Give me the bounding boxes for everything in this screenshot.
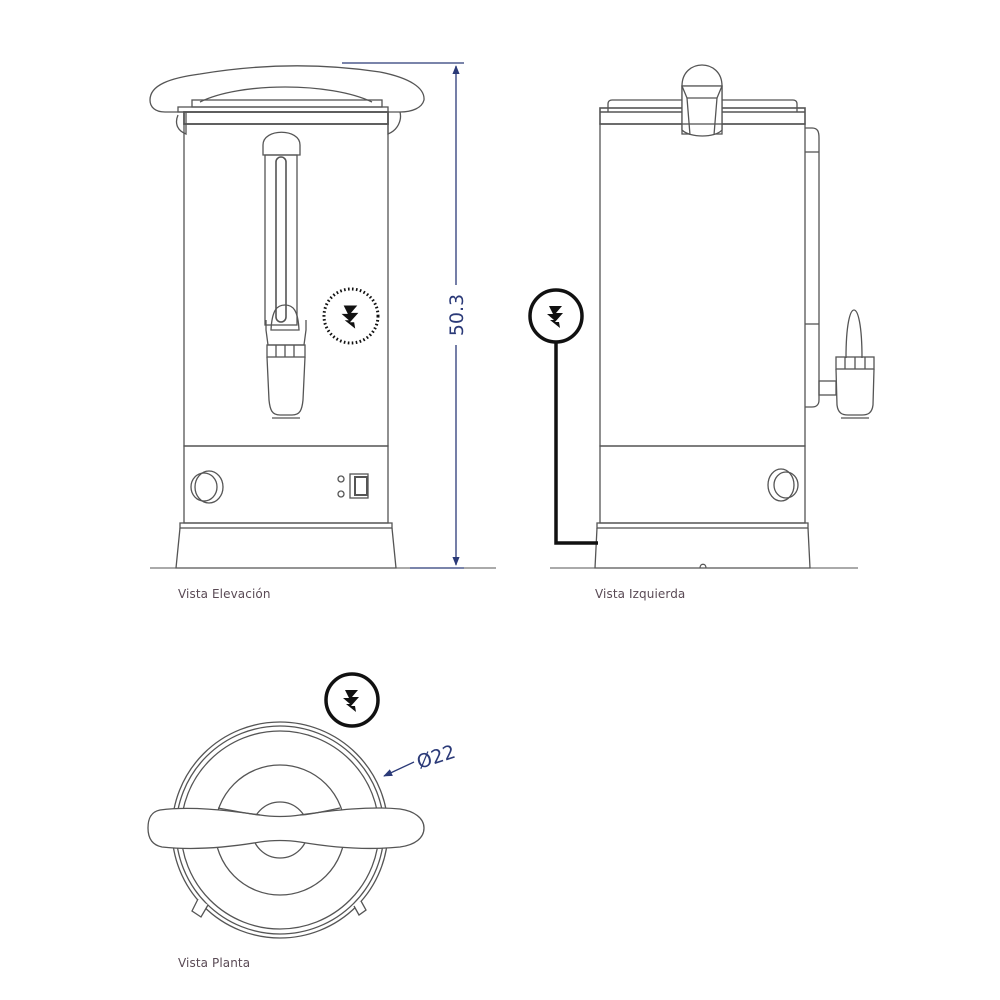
view-label-left: Vista Izquierda: [595, 587, 686, 601]
indicator-lights: [337, 475, 345, 498]
side-tap: [818, 309, 875, 419]
view-label-elevation: Vista Elevación: [178, 587, 271, 601]
elevation-view: [149, 65, 496, 569]
height-dimension-value: 50.3: [446, 294, 468, 336]
left-view: [550, 64, 875, 569]
lid-top-plate: [191, 99, 383, 108]
base-ring: [179, 522, 393, 529]
lid-handle: [147, 807, 425, 850]
view-label-plan: Vista Planta: [178, 956, 251, 970]
front-tap: [265, 304, 307, 419]
base-ring: [596, 522, 809, 529]
cable-tab: [191, 898, 209, 918]
lid-knob: [681, 64, 723, 137]
urn-body: [599, 123, 806, 447]
control-panel: [183, 445, 389, 524]
power-symbol-icon: [322, 287, 380, 345]
power-symbol-icon: [528, 288, 584, 344]
power-switch: [349, 473, 369, 499]
water-gauge: [262, 131, 301, 326]
power-cable: [528, 288, 598, 545]
plan-view: [147, 721, 425, 939]
diameter-dimension: Ø22: [383, 741, 458, 777]
thermostat-knob: [767, 468, 799, 502]
base: [594, 527, 811, 569]
base: [175, 527, 397, 569]
plan-power-symbol-icon: [324, 672, 380, 728]
lid-band: [183, 111, 389, 125]
diameter-dimension-value: Ø22: [414, 741, 458, 774]
water-gauge-side: [805, 127, 820, 408]
thermostat-knob: [190, 470, 224, 504]
